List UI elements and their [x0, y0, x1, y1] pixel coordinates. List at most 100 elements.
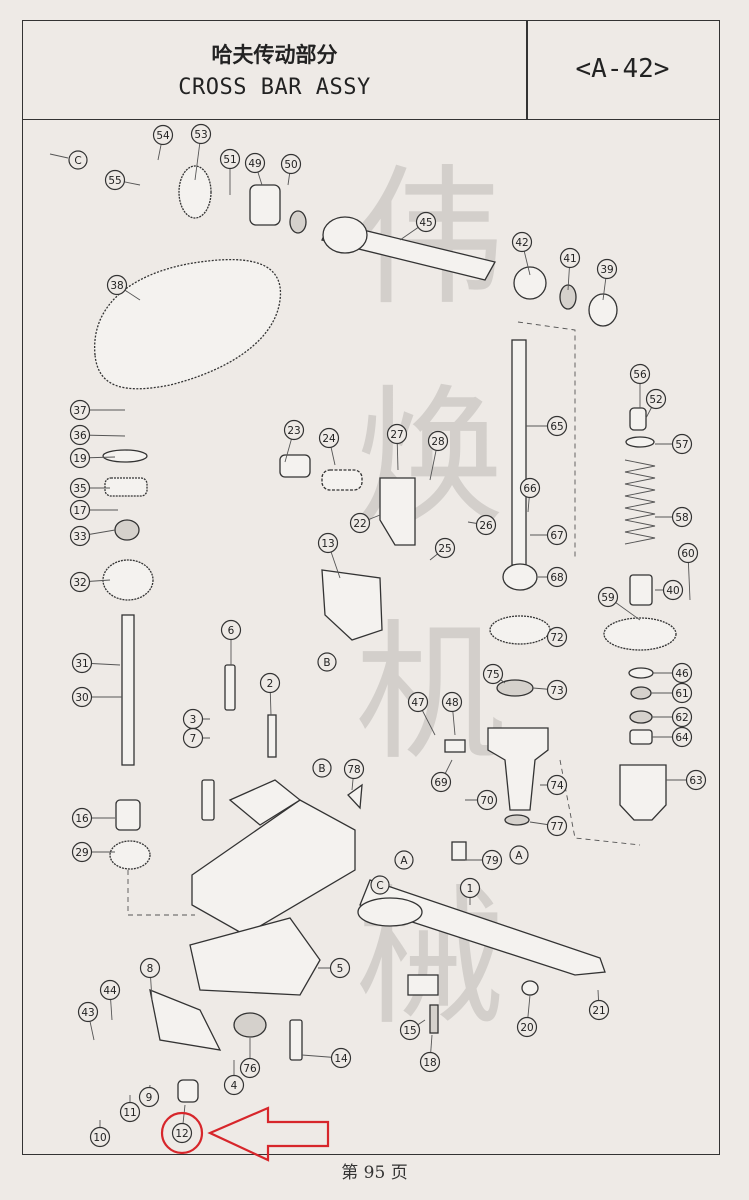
part-callout: 66	[519, 477, 541, 513]
callout-circle	[138, 1086, 160, 1108]
part-callout: 74	[540, 774, 568, 796]
part-callout: 60	[677, 542, 699, 601]
callout-number: 67	[550, 530, 563, 542]
ref-arrow	[49, 153, 69, 159]
callout-number: 7	[190, 733, 197, 745]
callout-circle	[685, 769, 707, 791]
routing-line	[517, 321, 576, 560]
callout-circle	[434, 537, 456, 559]
part-callout: 77	[529, 815, 568, 837]
part-callout: 48	[441, 691, 463, 736]
parts-drawing-layer	[94, 165, 677, 1103]
callout-number: 9	[146, 1092, 153, 1104]
callout-number: 4	[231, 1080, 238, 1092]
callout-number: 43	[81, 1007, 94, 1019]
part-callout: 2	[259, 672, 281, 716]
callout-circle	[69, 571, 91, 593]
callout-circle	[597, 586, 619, 608]
callout-number: 12	[175, 1128, 188, 1140]
part-callout: 63	[666, 769, 707, 791]
part-callout: 78	[343, 758, 365, 791]
part-outline	[379, 477, 416, 546]
part-outline	[233, 1012, 267, 1038]
part-callout: 24	[318, 427, 340, 466]
part-callout: 31	[71, 652, 121, 674]
callout-circle	[481, 849, 503, 871]
callout-number: 16	[75, 813, 89, 825]
callout-number: 19	[73, 453, 86, 465]
part-callout: 35	[69, 477, 110, 499]
callout-circle	[596, 258, 618, 280]
part-callout: 29	[71, 841, 115, 863]
reference-mark: C	[370, 875, 390, 895]
part-callout: 1	[459, 877, 481, 905]
part-outline	[502, 563, 538, 591]
callout-circle	[482, 663, 504, 685]
part-callout: 50	[280, 153, 302, 186]
part-outline	[359, 879, 606, 976]
callout-number: 52	[649, 394, 662, 406]
routing-line	[127, 870, 195, 916]
callout-circle	[671, 433, 693, 455]
part-outline	[279, 454, 311, 478]
callout-circle	[220, 619, 242, 641]
reference-mark: B	[312, 758, 332, 778]
part-outline	[629, 729, 653, 745]
part-outline	[444, 739, 466, 753]
callout-circle	[546, 626, 568, 648]
part-callout: 32	[69, 571, 111, 593]
part-callout: 79	[465, 849, 503, 871]
callout-number: 58	[675, 512, 688, 524]
callout-number: 33	[73, 531, 86, 543]
part-outline	[407, 974, 439, 996]
part-callout: 28	[427, 430, 449, 481]
part-callout: 21	[588, 989, 610, 1021]
part-callout: 8	[139, 957, 161, 1001]
part-outline	[588, 293, 618, 327]
callout-number: 17	[73, 505, 86, 517]
callout-number: 10	[93, 1132, 106, 1144]
callout-number: 26	[479, 520, 493, 532]
part-outline	[629, 574, 653, 606]
callout-circle	[399, 1019, 421, 1041]
callout-number: 28	[431, 436, 444, 448]
svg-text:B: B	[323, 657, 330, 669]
callout-circle	[106, 274, 128, 296]
part-outline	[504, 814, 530, 826]
highlight-circle	[160, 1111, 204, 1155]
svg-text:A: A	[400, 855, 408, 867]
callout-number: 79	[485, 855, 498, 867]
part-outline	[267, 714, 277, 758]
part-outline	[496, 679, 534, 697]
callout-number: 35	[73, 483, 86, 495]
part-callout: 75	[482, 663, 506, 685]
part-outline	[487, 727, 549, 811]
part-callout: 65	[526, 415, 568, 437]
reference-mark: A	[509, 845, 529, 865]
callout-number: 47	[411, 697, 424, 709]
callout-circle	[546, 566, 568, 588]
callout-circle	[427, 430, 449, 452]
callout-circle	[671, 682, 693, 704]
callout-circle	[419, 1051, 441, 1073]
part-outline	[521, 980, 539, 996]
callout-circle	[546, 415, 568, 437]
callout-circle	[629, 363, 651, 385]
callout-number: 77	[550, 821, 563, 833]
callout-number: 24	[322, 433, 336, 445]
callout-circle	[171, 1122, 193, 1144]
callout-number: 69	[434, 777, 447, 789]
callout-circle	[546, 815, 568, 837]
part-callout: 51	[219, 148, 241, 195]
callout-number: 29	[75, 847, 88, 859]
part-callout: 15	[399, 1019, 426, 1041]
part-callout: 19	[69, 447, 116, 469]
part-callout: 42	[511, 231, 533, 276]
part-callout: 52	[645, 388, 667, 419]
part-callout: 9	[138, 1084, 160, 1108]
reference-mark: C	[68, 150, 88, 170]
part-callout: 44	[99, 979, 121, 1021]
part-outline	[228, 779, 302, 826]
callout-circle	[223, 1074, 245, 1096]
part-callout: 4	[223, 1060, 245, 1096]
